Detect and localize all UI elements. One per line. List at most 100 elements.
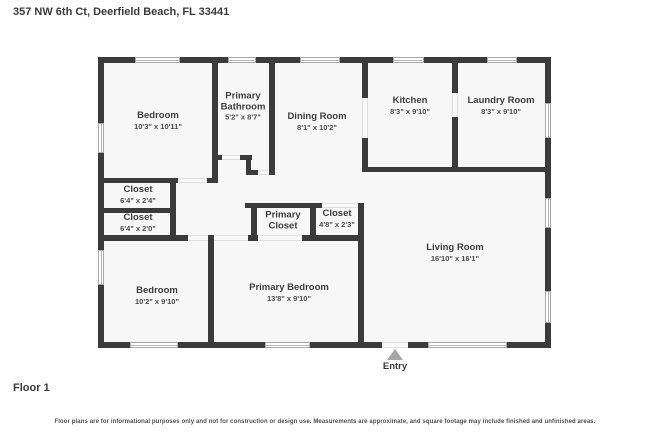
wall <box>545 323 551 348</box>
room-name: Bedroom <box>137 109 179 121</box>
room-label-primary-bedroom: Primary Bedroom 13'8" x 9'10" <box>249 281 329 303</box>
window <box>135 57 180 63</box>
wall <box>362 167 551 172</box>
room-label-dining-room: Dining Room 8'1" x 10'2" <box>287 110 347 132</box>
door-opening <box>178 178 207 183</box>
wall <box>212 155 222 160</box>
room-name: Kitchen <box>392 94 428 106</box>
wall <box>98 285 104 348</box>
wall <box>178 342 265 348</box>
window <box>98 123 104 153</box>
room-name: Dining Room <box>287 110 347 122</box>
room-label-bedroom-2: Bedroom 10'2" x 9'10" <box>134 284 180 306</box>
wall <box>545 228 551 291</box>
room-name: Primary Closet <box>265 209 301 231</box>
room-dims: 8'3" x 9'10" <box>481 106 521 116</box>
wall <box>545 57 551 103</box>
door-opening <box>258 170 269 175</box>
window <box>545 103 551 138</box>
room-dims: 6'4" x 2'4" <box>120 195 156 205</box>
window <box>300 57 340 63</box>
room-label-living-room: Living Room 16'10" x 16'1" <box>426 241 484 263</box>
door-opening <box>222 155 240 160</box>
window <box>393 57 424 63</box>
room-dims: 6'4" x 2'0" <box>120 223 156 233</box>
wall <box>302 235 364 241</box>
room-name: Closet <box>322 207 352 219</box>
room-dims: 13'8" x 9'10" <box>266 293 312 303</box>
room-dims: 10'3" x 10'11" <box>134 121 182 131</box>
wall <box>358 203 364 348</box>
room-dims: 5'2" x 8'7" <box>225 112 261 122</box>
window <box>130 342 178 348</box>
room-label-bedroom-1: Bedroom 10'3" x 10'11" <box>134 109 182 131</box>
wall <box>98 153 104 250</box>
window <box>428 342 507 348</box>
wall <box>98 208 176 213</box>
room-dims: 16'10" x 16'1" <box>430 253 480 263</box>
wall <box>180 57 228 63</box>
room-dims: 10'2" x 9'10" <box>134 296 180 306</box>
room-label-closet-2: Closet 6'4" x 2'0" <box>120 211 156 233</box>
wall <box>98 235 188 241</box>
wall <box>269 57 275 175</box>
room-label-primary-closet: Primary Closet <box>256 209 310 231</box>
window <box>265 342 310 348</box>
entry-arrow-icon <box>387 349 403 360</box>
wall <box>452 117 458 172</box>
room-label-kitchen: Kitchen 8'3" x 9'10" <box>390 94 430 116</box>
wall <box>362 138 368 172</box>
wall <box>507 342 551 348</box>
window <box>228 57 256 63</box>
address-title: 357 NW 6th Ct, Deerfield Beach, FL 33441 <box>13 6 230 18</box>
wall <box>245 203 322 208</box>
wall <box>207 178 218 183</box>
wall <box>246 170 258 175</box>
wall <box>517 57 551 63</box>
room-name: Living Room <box>426 241 484 253</box>
room-label-primary-bathroom: Primary Bathroom 5'2" x 8'7" <box>213 90 273 123</box>
wall <box>98 57 104 123</box>
room-name: Laundry Room <box>467 94 535 106</box>
wall <box>248 235 258 241</box>
door-opening <box>188 235 208 241</box>
door-opening <box>452 93 458 117</box>
room-name: Primary Bedroom <box>249 281 329 293</box>
door-opening <box>322 203 358 208</box>
room-label-closet-1: Closet 6'4" x 2'4" <box>120 183 156 205</box>
wall <box>98 57 135 63</box>
door-opening <box>258 235 302 241</box>
entry-door-opening <box>382 342 408 348</box>
disclaimer-text: Floor plans are for informational purpos… <box>54 419 596 425</box>
wall <box>256 57 300 63</box>
entry-label: Entry <box>382 361 408 372</box>
wall <box>208 235 214 348</box>
window <box>545 198 551 228</box>
wall <box>452 57 458 93</box>
room-name: Closet <box>123 211 153 223</box>
room-label-laundry-room: Laundry Room 8'3" x 9'10" <box>467 94 535 116</box>
window <box>545 291 551 323</box>
room-dims: 4'8" x 2'3" <box>319 219 355 229</box>
wall <box>98 178 178 183</box>
room-label-closet-3: Closet 4'8" x 2'3" <box>319 207 355 229</box>
window <box>98 250 104 285</box>
door-opening <box>214 235 248 241</box>
room-dims: 8'3" x 9'10" <box>390 106 430 116</box>
room-name: Bedroom <box>136 284 178 296</box>
wall <box>98 342 130 348</box>
room-dims: 8'1" x 10'2" <box>297 122 337 132</box>
room-name: Primary Bathroom <box>220 90 266 113</box>
wall <box>246 155 251 175</box>
wall <box>240 155 252 160</box>
wall <box>212 57 218 183</box>
wall <box>251 203 257 241</box>
wall <box>310 203 316 241</box>
room-name: Closet <box>123 183 153 195</box>
floor-label: Floor 1 <box>13 382 50 394</box>
wall <box>408 342 428 348</box>
window <box>487 57 517 63</box>
door-opening <box>362 98 368 138</box>
wall <box>362 57 368 98</box>
